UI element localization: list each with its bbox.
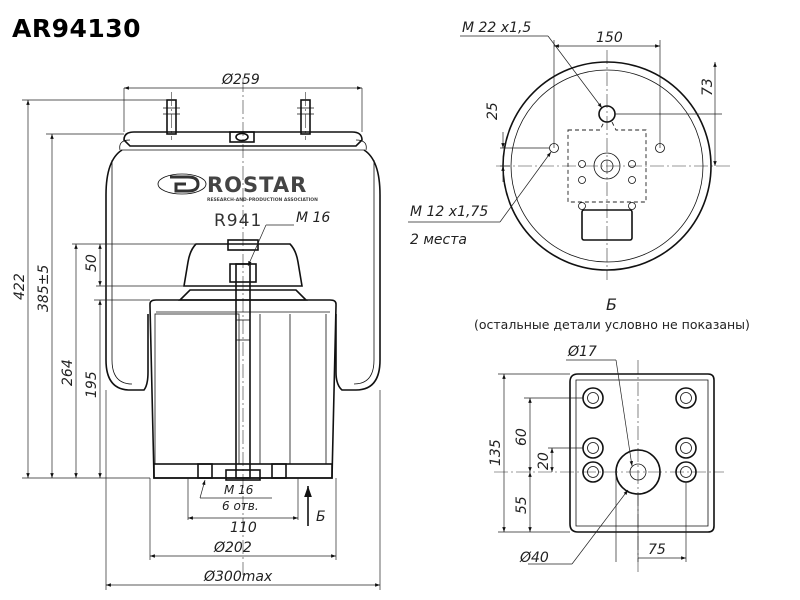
spacing-top-label: 150 — [596, 30, 623, 46]
center-bolt — [235, 263, 251, 479]
side-view: ROSTAR RESEARCH-AND-PRODUCTION ASSOCIATI… — [12, 72, 381, 590]
dim-60-label: 60 — [514, 428, 530, 446]
piston — [149, 299, 337, 479]
dia-base-label: Ø202 — [213, 540, 252, 556]
spacing-bottom-label: 110 — [230, 520, 257, 536]
bump-stop — [183, 243, 303, 287]
thread-bottom-count: 6 отв. — [222, 499, 259, 513]
piston-insert — [154, 313, 240, 465]
height-piston-label: 195 — [84, 371, 100, 398]
brand-logo: ROSTAR RESEARCH-AND-PRODUCTION ASSOCIATI… — [157, 173, 318, 203]
dia-center-label: Ø40 — [519, 550, 549, 566]
dim-20-label: 20 — [536, 452, 552, 470]
top-view: M 22 x1,5 150 73 25 M 12 x1,75 2 места — [408, 20, 730, 280]
height-bumper-top-label: 50 — [84, 254, 100, 272]
bottom-plate — [569, 373, 715, 533]
thread-side-count: 2 места — [410, 232, 467, 248]
height-total-label: 422 — [12, 273, 28, 300]
height-work-label: 385±5 — [36, 265, 52, 312]
offset-right-label: 73 — [700, 78, 716, 96]
part-number-title: AR94130 — [12, 14, 142, 43]
offset-left-label: 25 — [485, 102, 501, 120]
view-b-note: (остальные детали условно не показаны) — [474, 317, 750, 332]
dia-top-label: Ø259 — [221, 72, 260, 88]
thread-bottom-label: M 16 — [224, 483, 254, 497]
dim-55-label: 55 — [514, 496, 530, 514]
top-plate — [123, 131, 363, 147]
view-arrow-label: Б — [316, 509, 326, 525]
dia-hole-label: Ø17 — [567, 344, 597, 360]
thread-center-label: M 22 x1,5 — [462, 20, 531, 36]
top-plate-nut — [229, 131, 255, 143]
dim-75-label: 75 — [648, 542, 666, 558]
dia-max-label: Ø300max — [203, 569, 273, 585]
thread-side-label: M 12 x1,75 — [410, 204, 488, 220]
rubber-bellow — [105, 149, 381, 391]
height-bumper-label: 264 — [60, 359, 76, 386]
thread-top-label: M 16 — [296, 210, 330, 226]
brand-subtitle: RESEARCH-AND-PRODUCTION ASSOCIATION — [207, 197, 318, 203]
bottom-view: Б (остальные детали условно не показаны)… — [474, 295, 750, 575]
brand-name: ROSTAR — [207, 173, 307, 197]
dim-height-label: 135 — [488, 439, 504, 466]
view-b-label: Б — [606, 295, 617, 314]
model-code: R941 — [214, 211, 262, 231]
